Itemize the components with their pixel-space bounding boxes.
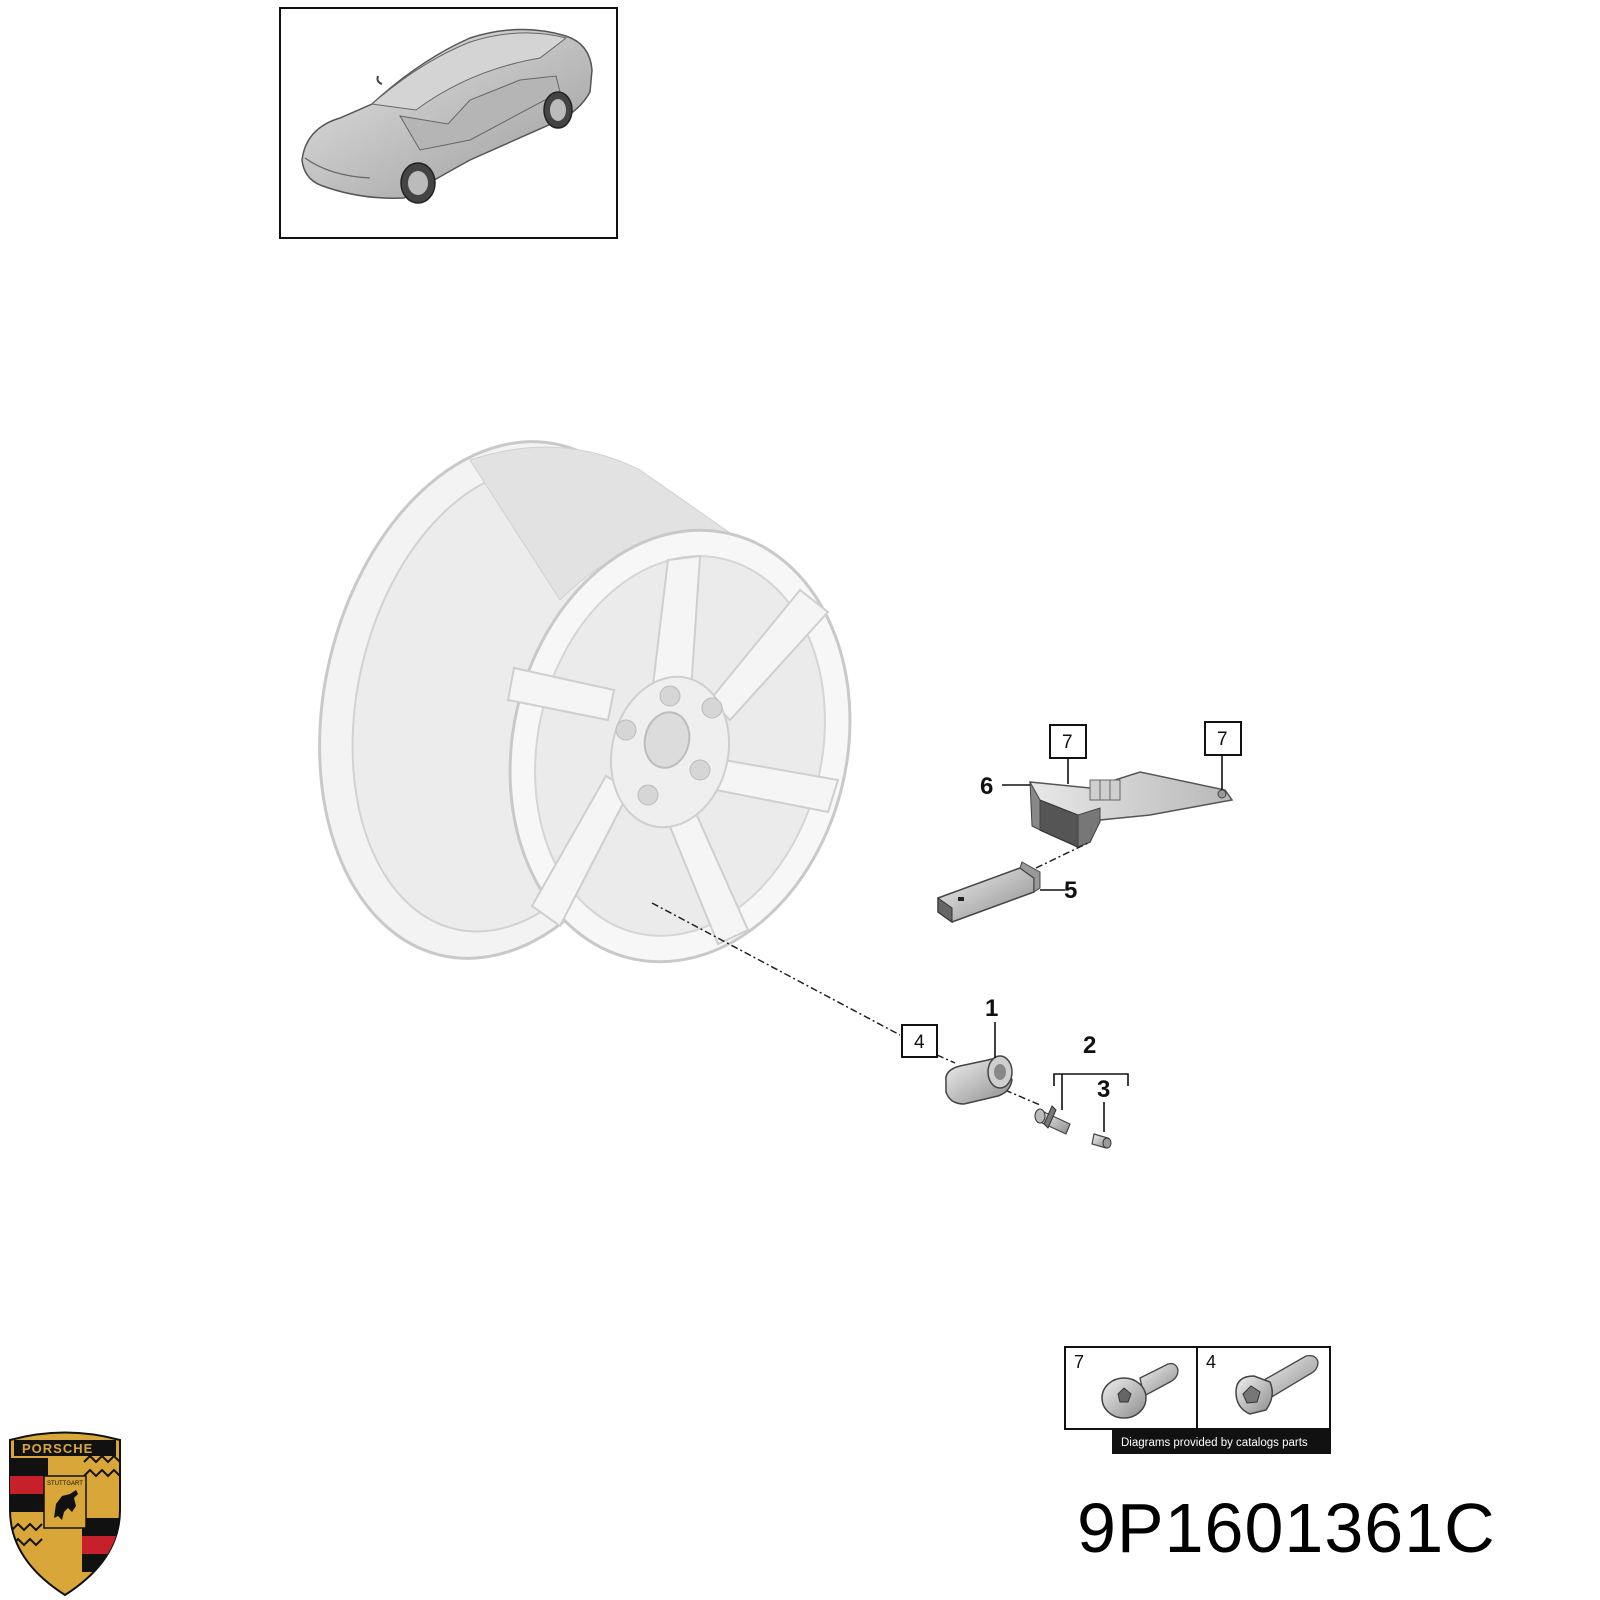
callout-6: 6: [980, 773, 993, 800]
callout-2: 2: [1083, 1032, 1096, 1059]
svg-text:Diagrams provided by catalogs: Diagrams provided by catalogs parts: [1121, 1437, 1308, 1449]
vehicle-thumbnail: [279, 7, 618, 239]
boxed-references: 4 7 7: [901, 721, 1242, 1058]
bolt-hole: [637, 784, 659, 806]
credit-banner: Diagrams provided by catalogs parts: [1112, 1430, 1331, 1454]
torx-bolt-icon: [1101, 1362, 1179, 1419]
horse-icon: [54, 1490, 78, 1520]
valve-stem-part-2: [1034, 1105, 1071, 1135]
wheel-bolt-icon: [1235, 1354, 1319, 1415]
svg-text:7: 7: [1217, 729, 1228, 750]
part-number: 9P1601361C: [1077, 1489, 1496, 1567]
legend-item-4: 4: [1206, 1352, 1319, 1415]
logo-city: STUTTGART: [47, 1481, 83, 1487]
valve-cap-part-3: [1091, 1133, 1112, 1149]
svg-text:7: 7: [1074, 1352, 1084, 1372]
car-illustration: [301, 28, 593, 204]
tpms-valve-part-1: [945, 1055, 1013, 1105]
box-ref-4: 4: [901, 1024, 938, 1058]
callout-3: 3: [1097, 1076, 1110, 1103]
callout-5: 5: [1064, 877, 1077, 904]
svg-text:4: 4: [914, 1032, 925, 1053]
legend-item-7: 7: [1074, 1352, 1179, 1419]
bolt-hole: [615, 719, 637, 741]
svg-text:7: 7: [1062, 732, 1073, 753]
logo-wordmark: PORSCHE: [22, 1441, 93, 1456]
porsche-crest-logo: PORSCHE STUTTGART: [9, 1431, 121, 1597]
bolt-hole: [659, 685, 681, 707]
leader-valve-line: [651, 902, 901, 1036]
bolt-hole: [689, 759, 711, 781]
svg-text:4: 4: [1206, 1352, 1216, 1372]
callouts: 6 5 1 2 3: [980, 773, 1129, 1132]
fastener-legend: 7 4 Diagrams provided by catalogs parts: [1064, 1346, 1331, 1454]
leader-valve-line: [1004, 1089, 1041, 1106]
callout-1: 1: [985, 995, 998, 1022]
box-ref-7-left: 7: [1049, 724, 1087, 784]
leader-sensor-line: [1035, 841, 1091, 869]
bolt-hole: [701, 697, 723, 719]
box-ref-7-right: 7: [1204, 721, 1242, 790]
sensor-part-5: [937, 861, 1041, 923]
center-bore: [643, 711, 691, 769]
bracket-part-6: [1029, 771, 1234, 848]
wheel-rim: [318, 440, 852, 964]
leader-valve-line: [936, 1054, 956, 1064]
